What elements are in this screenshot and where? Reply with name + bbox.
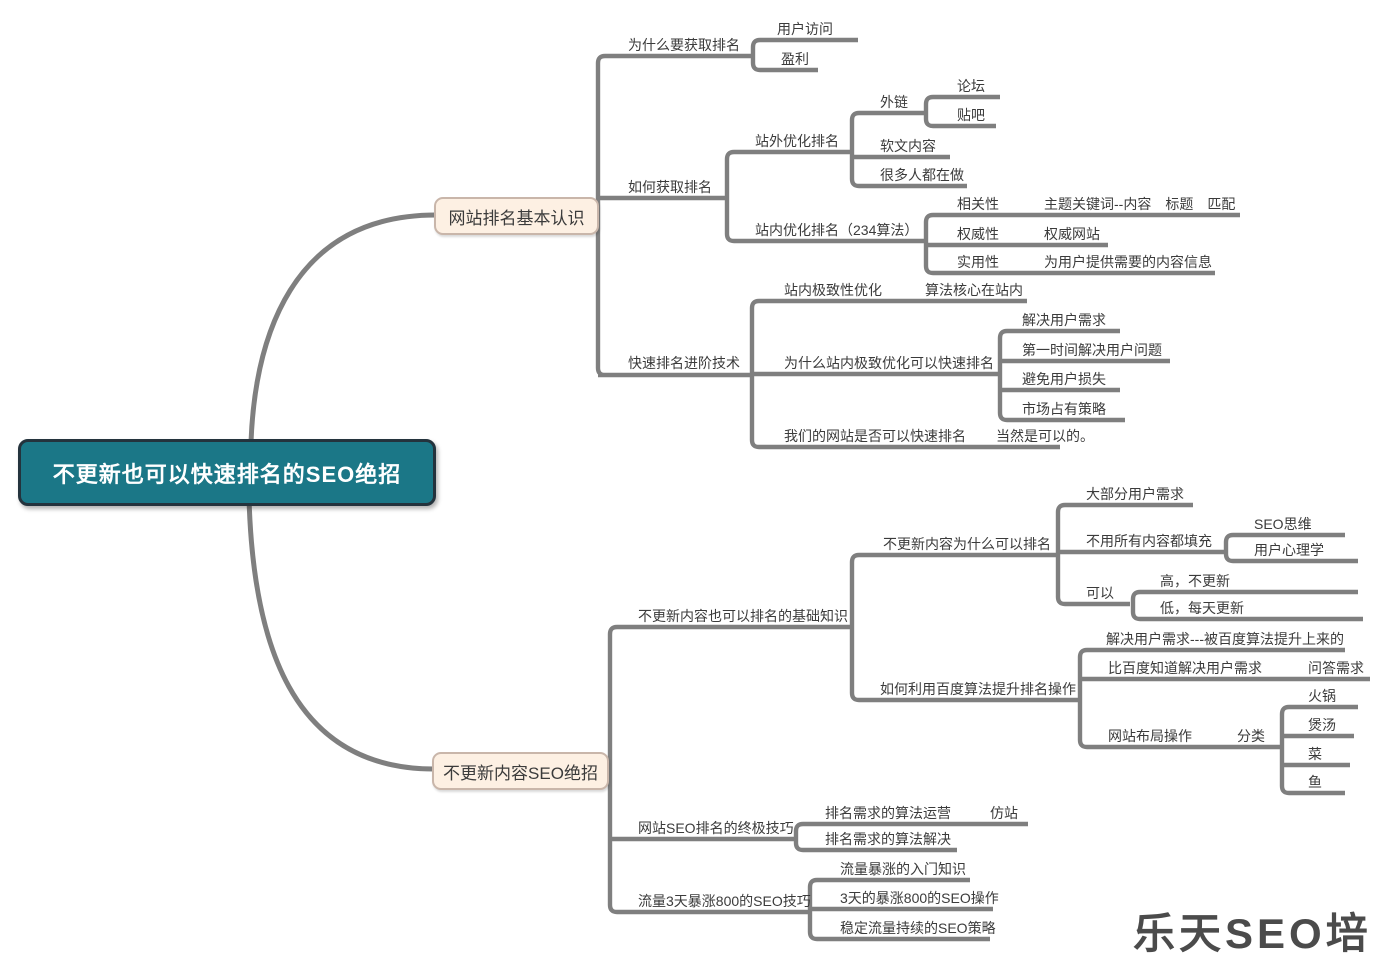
node-onsite-optimization-234[interactable]: 站内优化排名（234算法） <box>755 222 919 238</box>
node-low-daily-update[interactable]: 低，每天更新 <box>1160 600 1244 616</box>
node-ranking-algorithm-operation[interactable]: 排名需求的算法运营 <box>825 805 951 821</box>
central-topic[interactable]: 不更新也可以快速排名的SEO绝招 <box>18 439 436 506</box>
node-can[interactable]: 可以 <box>1086 585 1114 601</box>
branch-no-update-seo-tricks[interactable]: 不更新内容SEO绝招 <box>432 752 609 790</box>
node-ultimate-seo-ranking-skills[interactable]: 网站SEO排名的终极技巧 <box>638 820 794 836</box>
node-tieba[interactable]: 贴吧 <box>957 107 985 123</box>
node-stable-traffic-seo-strategy[interactable]: 稳定流量持续的SEO策略 <box>840 920 996 936</box>
branch-label: 不更新内容SEO绝招 <box>443 763 598 783</box>
node-offsite-optimization[interactable]: 站外优化排名 <box>755 133 839 149</box>
node-solve-user-needs[interactable]: 解决用户需求 <box>1022 312 1106 328</box>
node-practicality[interactable]: 实用性 <box>957 254 999 270</box>
node-authority[interactable]: 权威性 <box>957 226 999 242</box>
node-why-get-ranking[interactable]: 为什么要获取排名 <box>628 37 740 53</box>
node-soft-article-content[interactable]: 软文内容 <box>880 138 936 154</box>
node-why-no-update-can-rank[interactable]: 不更新内容为什么可以排名 <box>883 536 1051 552</box>
node-why-extreme-optimization-fast-ranking[interactable]: 为什么站内极致优化可以快速排名 <box>784 355 994 371</box>
node-user-psychology[interactable]: 用户心理学 <box>1254 542 1324 558</box>
curve-connectors <box>246 212 439 772</box>
node-many-people-doing[interactable]: 很多人都在做 <box>880 167 964 183</box>
node-forum[interactable]: 论坛 <box>957 78 985 94</box>
node-how-get-ranking[interactable]: 如何获取排名 <box>628 179 712 195</box>
node-traffic-surge-intro[interactable]: 流量暴涨的入门知识 <box>840 861 966 877</box>
node-qa-needs[interactable]: 问答需求 <box>1308 660 1364 676</box>
node-soup[interactable]: 煲汤 <box>1308 717 1336 733</box>
node-no-update-ranking-basics[interactable]: 不更新内容也可以排名的基础知识 <box>638 608 848 624</box>
node-dish[interactable]: 菜 <box>1308 746 1322 762</box>
node-solve-needs-better-than-baidu-zhidao[interactable]: 比百度知道解决用户需求 <box>1108 660 1262 676</box>
node-relevance[interactable]: 相关性 <box>957 196 999 212</box>
branch-connectors <box>592 37 1370 942</box>
node-algorithm-core-onsite[interactable]: 算法核心在站内 <box>925 282 1023 298</box>
node-profit[interactable]: 盈利 <box>781 51 809 67</box>
node-3day-800-seo-operation[interactable]: 3天的暴涨800的SEO操作 <box>840 890 999 906</box>
node-no-need-fill-all-content[interactable]: 不用所有内容都填充 <box>1086 533 1212 549</box>
node-solve-user-problem-first-time[interactable]: 第一时间解决用户问题 <box>1022 342 1162 358</box>
node-high-no-update[interactable]: 高，不更新 <box>1160 573 1230 589</box>
node-user-visits[interactable]: 用户访问 <box>777 21 833 37</box>
node-provide-needed-content[interactable]: 为用户提供需要的内容信息 <box>1044 254 1212 270</box>
node-seo-thinking[interactable]: SEO思维 <box>1254 516 1312 532</box>
node-category[interactable]: 分类 <box>1237 728 1265 744</box>
node-fish[interactable]: 鱼 <box>1308 774 1322 790</box>
node-onsite-extreme-optimization[interactable]: 站内极致性优化 <box>784 282 882 298</box>
central-topic-label: 不更新也可以快速排名的SEO绝招 <box>52 461 402 487</box>
branch-website-ranking-basics[interactable]: 网站排名基本认识 <box>434 197 599 235</box>
node-hotpot[interactable]: 火锅 <box>1308 688 1336 704</box>
node-most-user-needs[interactable]: 大部分用户需求 <box>1086 486 1184 502</box>
node-of-course-yes[interactable]: 当然是可以的。 <box>996 428 1094 444</box>
node-use-baidu-algorithm-boost[interactable]: 如何利用百度算法提升排名操作 <box>880 681 1076 697</box>
node-topic-keyword-content-title-match[interactable]: 主题关键词--内容 标题 匹配 <box>1044 196 1236 212</box>
node-market-share-strategy[interactable]: 市场占有策略 <box>1022 401 1106 417</box>
node-copy-site[interactable]: 仿站 <box>990 805 1018 821</box>
node-fast-ranking-advanced[interactable]: 快速排名进阶技术 <box>628 355 740 371</box>
node-ranking-algorithm-solution[interactable]: 排名需求的算法解决 <box>825 831 951 847</box>
node-can-our-site-rank-fast[interactable]: 我们的网站是否可以快速排名 <box>784 428 966 444</box>
watermark-letian-seo: 乐天SEO培训 <box>1133 910 1372 957</box>
node-traffic-surge-3days-800[interactable]: 流量3天暴涨800的SEO技巧 <box>638 893 811 909</box>
node-backlinks[interactable]: 外链 <box>880 94 908 110</box>
node-authority-site[interactable]: 权威网站 <box>1044 226 1100 242</box>
node-solve-needs-boosted-by-baidu[interactable]: 解决用户需求---被百度算法提升上来的 <box>1106 631 1344 647</box>
node-avoid-user-loss[interactable]: 避免用户损失 <box>1022 371 1106 387</box>
branch-label: 网站排名基本认识 <box>448 208 585 228</box>
node-site-layout-operation[interactable]: 网站布局操作 <box>1108 728 1192 744</box>
